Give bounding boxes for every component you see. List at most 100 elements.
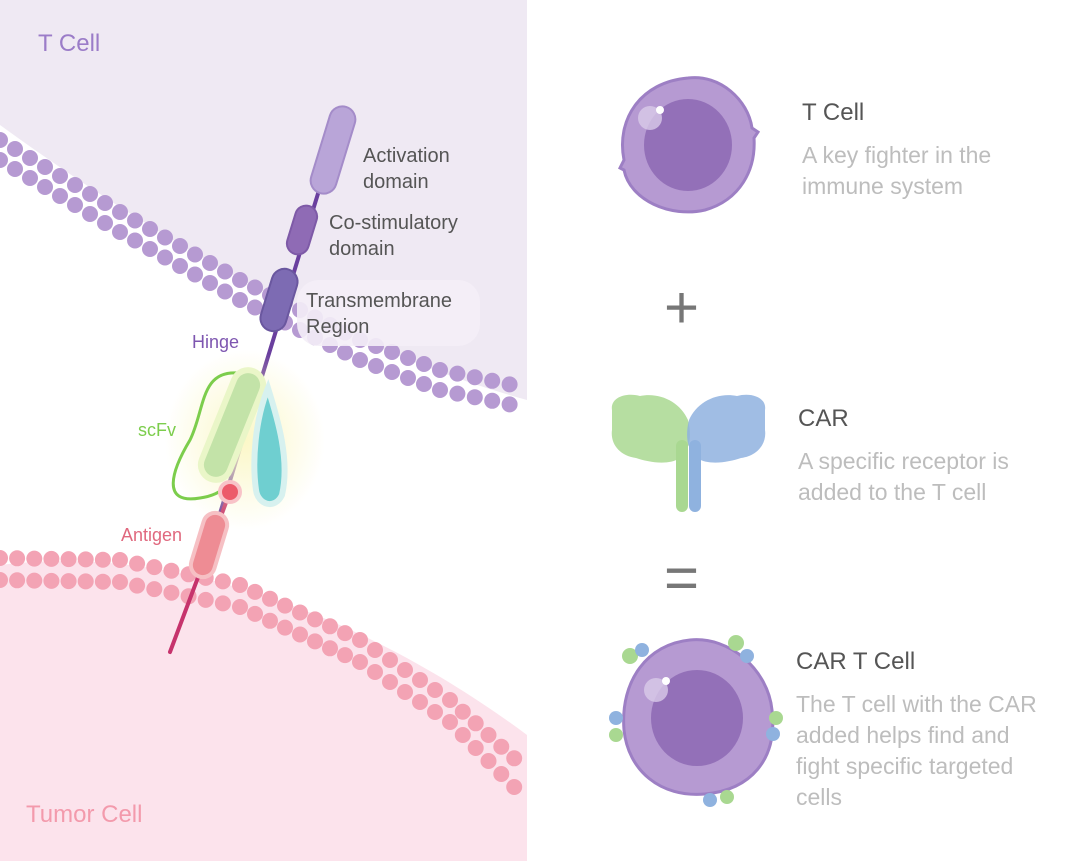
membrane-bead bbox=[384, 344, 400, 360]
activation-domain-label-2: domain bbox=[363, 171, 429, 193]
membrane-bead bbox=[367, 664, 383, 680]
membrane-bead bbox=[501, 396, 518, 413]
tumor-cell-region bbox=[0, 561, 527, 861]
membrane-bead bbox=[43, 550, 60, 567]
membrane-bead bbox=[157, 229, 173, 246]
membrane-bead bbox=[412, 672, 428, 688]
membrane-bead bbox=[202, 275, 218, 291]
membrane-bead bbox=[352, 654, 368, 670]
membrane-bead bbox=[172, 258, 188, 274]
membrane-bead bbox=[197, 591, 214, 608]
membrane-bead bbox=[217, 263, 233, 280]
membrane-bead bbox=[322, 640, 338, 657]
membrane-bead bbox=[397, 684, 413, 700]
membrane-bead bbox=[466, 389, 483, 406]
membrane-bead bbox=[157, 249, 173, 266]
membrane-bead bbox=[292, 626, 308, 643]
membrane-bead bbox=[77, 551, 94, 568]
membrane-bead bbox=[9, 572, 26, 589]
scfv-heavy-chain bbox=[197, 367, 267, 483]
car-description: A specific receptor is added to the T ce… bbox=[798, 448, 1009, 505]
t-cell-label: T Cell bbox=[38, 30, 100, 57]
membrane-bead bbox=[146, 581, 163, 598]
membrane-bead bbox=[232, 292, 248, 308]
membrane-bead bbox=[7, 141, 23, 157]
membrane-bead bbox=[307, 611, 323, 628]
membrane-bead bbox=[52, 168, 68, 184]
membrane-bead bbox=[382, 652, 398, 668]
membrane-bead bbox=[0, 152, 8, 168]
car-title: CAR bbox=[798, 405, 849, 432]
membrane-bead bbox=[112, 574, 128, 590]
membrane-bead bbox=[112, 224, 128, 240]
scfv-light-chain bbox=[251, 379, 288, 507]
antigen-label: Antigen bbox=[121, 525, 182, 545]
co-stimulatory-domain bbox=[285, 204, 319, 256]
costim-domain-label-1: Co-stimulatory bbox=[329, 212, 458, 234]
membrane-bead bbox=[247, 583, 263, 600]
membrane-bead bbox=[454, 703, 471, 720]
membrane-bead bbox=[292, 604, 308, 621]
scfv-label: scFv bbox=[138, 420, 176, 440]
membrane-bead bbox=[277, 619, 293, 636]
transmembrane-label-1: Transmembrane bbox=[306, 290, 452, 312]
equals-symbol: = bbox=[664, 544, 700, 611]
membrane-bead bbox=[0, 550, 8, 566]
membrane-bead bbox=[416, 356, 432, 372]
membrane-bead bbox=[501, 376, 518, 393]
membrane-bead bbox=[97, 215, 113, 231]
membrane-bead bbox=[142, 241, 158, 257]
membrane-bead bbox=[7, 161, 23, 177]
t-cell-description: A key fighter in the immune system bbox=[802, 142, 992, 199]
membrane-bead bbox=[352, 352, 368, 368]
membrane-bead bbox=[26, 550, 43, 567]
membrane-bead bbox=[454, 727, 471, 743]
membrane-bead bbox=[94, 573, 111, 590]
membrane-bead bbox=[26, 572, 43, 589]
membrane-bead bbox=[427, 682, 443, 698]
membrane-bead bbox=[163, 562, 180, 579]
membrane-bead bbox=[480, 727, 497, 743]
membrane-bead bbox=[412, 694, 428, 710]
membrane-bead bbox=[506, 779, 523, 795]
tumor-cell-label: Tumor Cell bbox=[26, 801, 142, 828]
membrane-bead bbox=[337, 625, 353, 642]
membrane-bead bbox=[187, 266, 203, 283]
membrane-bead bbox=[129, 577, 146, 594]
membrane-bead bbox=[247, 279, 263, 296]
tumor-cell-membrane bbox=[0, 550, 523, 795]
membrane-bead bbox=[484, 372, 501, 389]
membrane-bead bbox=[467, 715, 484, 732]
membrane-bead bbox=[0, 572, 8, 588]
costim-domain-label-2: domain bbox=[329, 238, 395, 260]
membrane-bead bbox=[262, 612, 278, 629]
membrane-bead bbox=[67, 197, 83, 213]
transmembrane-region bbox=[259, 267, 299, 333]
membrane-bead bbox=[142, 221, 158, 237]
membrane-bead bbox=[493, 766, 510, 782]
antigen-bead bbox=[218, 480, 242, 504]
membrane-bead bbox=[232, 577, 248, 593]
membrane-bead bbox=[67, 177, 83, 193]
membrane-bead bbox=[262, 590, 278, 607]
membrane-bead bbox=[112, 204, 128, 220]
activation-domain-label-1: Activation bbox=[363, 145, 450, 167]
membrane-bead bbox=[467, 740, 484, 756]
membrane-bead bbox=[146, 559, 163, 576]
car-t-cell-icon bbox=[609, 635, 783, 807]
membrane-bead bbox=[214, 573, 231, 590]
transmembrane-label-2: Region bbox=[306, 316, 369, 338]
membrane-bead bbox=[82, 206, 98, 222]
scfv-linker-loop bbox=[171, 371, 239, 501]
membrane-bead bbox=[94, 551, 111, 568]
membrane-bead bbox=[127, 212, 143, 229]
membrane-bead bbox=[277, 597, 293, 614]
membrane-bead bbox=[400, 370, 416, 386]
membrane-bead bbox=[368, 358, 384, 374]
membrane-bead bbox=[43, 572, 60, 589]
membrane-bead bbox=[397, 662, 413, 678]
membrane-bead bbox=[0, 132, 8, 148]
membrane-bead bbox=[247, 299, 263, 316]
membrane-bead bbox=[187, 246, 203, 263]
membrane-bead bbox=[432, 362, 448, 378]
